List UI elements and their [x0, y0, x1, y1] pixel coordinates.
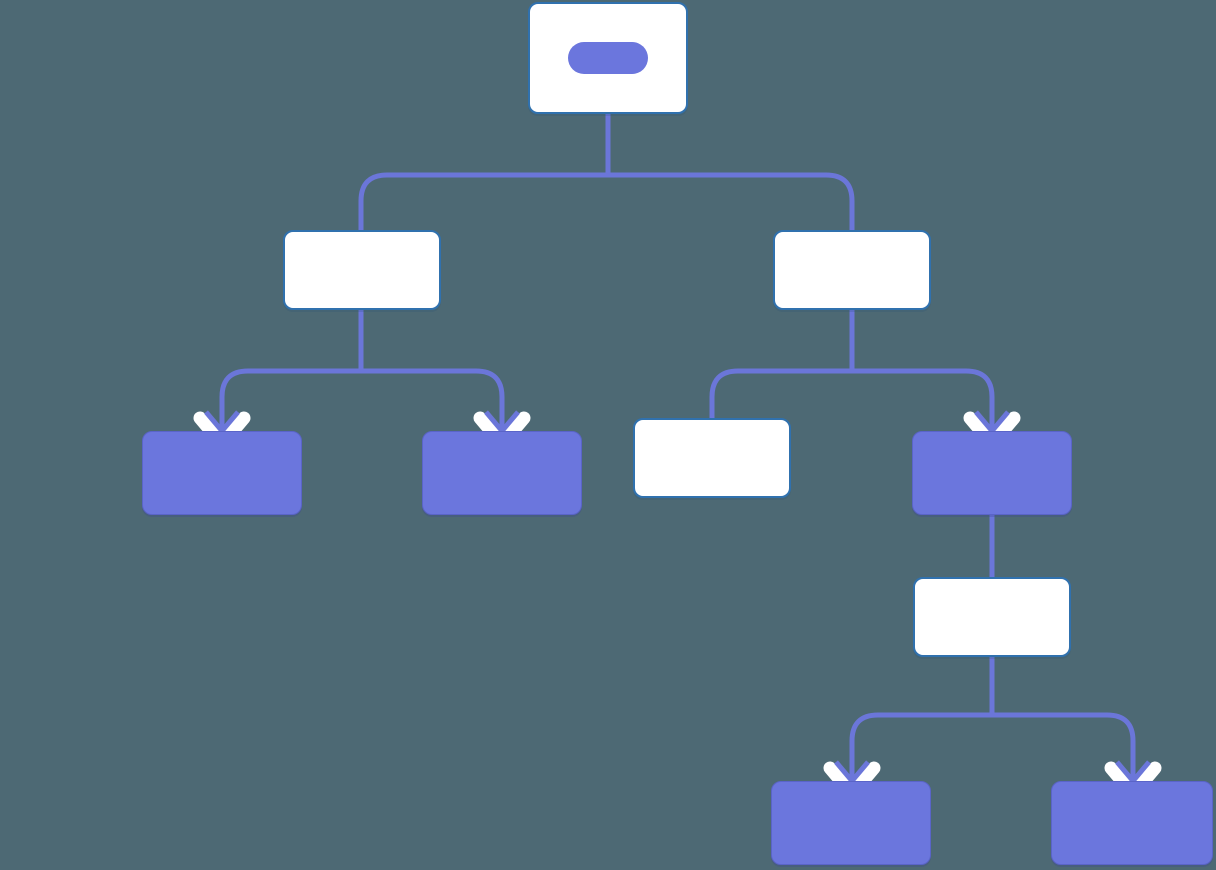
edge-branch-left-to-leaf-1: [219, 310, 364, 438]
sub-branch-node[interactable]: [913, 577, 1071, 657]
edge-sub-branch-to-leaf-5: [989, 657, 1136, 788]
leaf-node-1[interactable]: [142, 431, 302, 515]
leaf-node-3-label: [913, 432, 1071, 514]
edge-root-to-branch-left: [358, 114, 611, 230]
leaf-node-2[interactable]: [422, 431, 582, 515]
leaf-node-4-label: [772, 782, 930, 864]
root-node-pill-badge: [568, 42, 648, 74]
leaf-node-4[interactable]: [771, 781, 931, 865]
terminal-node-white-label: [635, 420, 789, 496]
branch-node-right[interactable]: [773, 230, 931, 310]
edge-branch-right-to-terminal: [709, 310, 855, 418]
edge-sub-branch-to-leaf-4: [849, 657, 995, 788]
branch-node-left[interactable]: [283, 230, 441, 310]
edge-root-to-branch-right: [605, 114, 855, 230]
branch-node-right-label: [775, 232, 929, 308]
leaf-node-5-label: [1052, 782, 1212, 864]
leaf-node-2-label: [423, 432, 581, 514]
leaf-node-1-label: [143, 432, 301, 514]
leaf-node-5[interactable]: [1051, 781, 1213, 865]
branch-node-left-label: [285, 232, 439, 308]
edge-branch-right-to-leaf-3: [849, 310, 995, 438]
sub-branch-node-label: [915, 579, 1069, 655]
edge-branch-left-to-leaf-2: [358, 310, 505, 438]
leaf-node-3[interactable]: [912, 431, 1072, 515]
terminal-node-white[interactable]: [633, 418, 791, 498]
